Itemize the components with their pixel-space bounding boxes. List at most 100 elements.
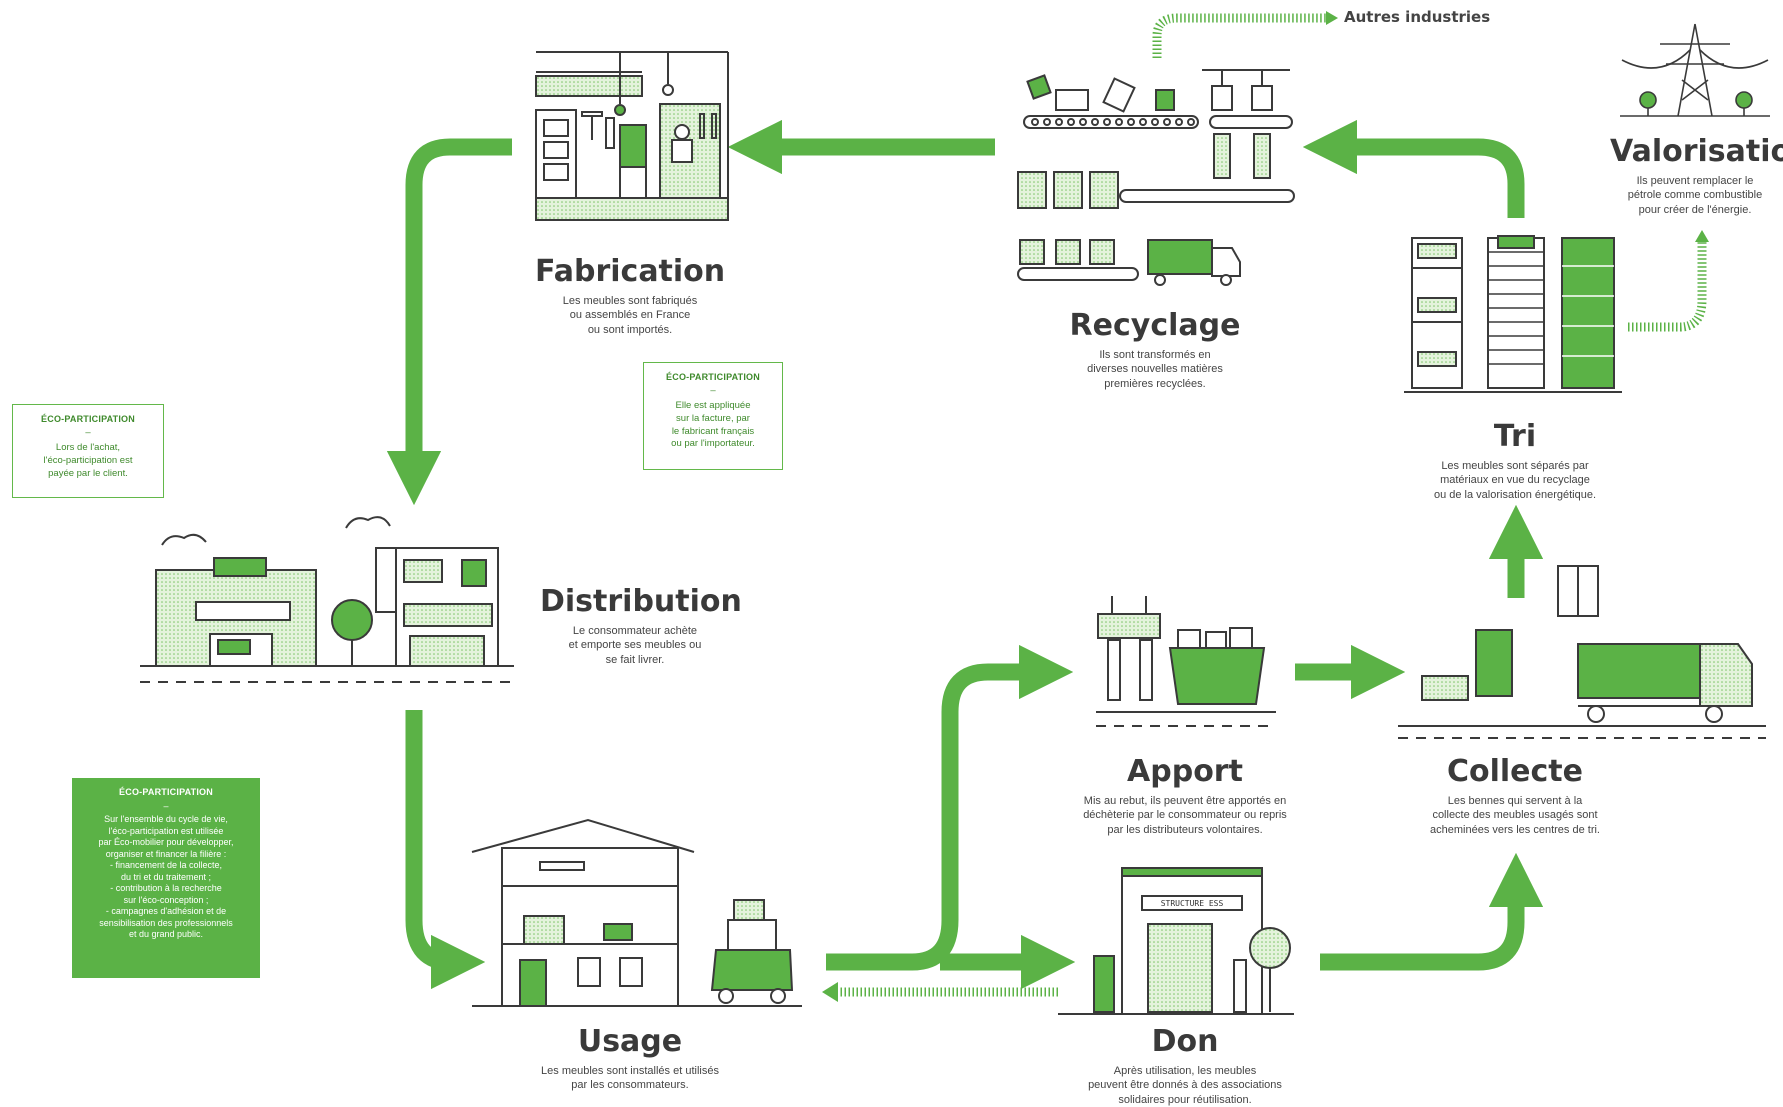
desc-line: par les distributeurs volontaires. xyxy=(1107,823,1263,836)
stage-distribution: Distribution Le consommateur achète et e… xyxy=(540,584,742,667)
desc-line: Le consommateur achète xyxy=(572,625,698,637)
drop-off-illustration xyxy=(1096,596,1276,727)
donation-illustration xyxy=(1058,867,1294,1015)
stage-collecte: Collecte Les bennes qui servent à la col… xyxy=(1410,755,1620,837)
callout-line: sensibilisation des professionnels xyxy=(99,917,233,928)
stage-tri: Tri Les meubles sont séparés par matéria… xyxy=(1410,420,1620,502)
recycling-illustration xyxy=(1017,69,1295,286)
desc-line: solidaires pour réutilisation. xyxy=(1118,1093,1252,1106)
callout-line: et du grand public. xyxy=(128,929,204,940)
stage-description: Les meubles sont installés et utilisés p… xyxy=(520,1064,740,1093)
desc-line: peuvent être donnés à des associations xyxy=(1088,1079,1282,1092)
sorting-illustration xyxy=(1404,235,1622,393)
desc-line: Les meubles sont fabriqués xyxy=(562,295,698,307)
autres-industries-label: Autres industries xyxy=(1344,8,1491,26)
flow-arrows xyxy=(386,119,1544,990)
callout-line: du tri et du traitement ; xyxy=(120,871,212,882)
desc-line: ou sont importés. xyxy=(587,323,673,336)
callout-line: - financement de la collecte, xyxy=(109,860,223,871)
stage-valorisation: Valorisation Ils peuvent remplacer le pé… xyxy=(1610,134,1783,217)
callout-line: Elle est appliquée xyxy=(675,399,751,411)
stage-title: Fabrication xyxy=(535,254,726,289)
stage-recyclage: Recyclage Ils sont transformés en divers… xyxy=(1060,309,1250,391)
callout-dash: – xyxy=(85,427,91,439)
distribution-illustration xyxy=(140,516,514,683)
stage-don: Don Après utilisation, les meubles peuve… xyxy=(1070,1025,1300,1107)
desc-line: Ils sont transformés en xyxy=(1099,349,1211,361)
stage-description: Après utilisation, les meubles peuvent ê… xyxy=(1070,1064,1300,1107)
callout-line: Sur l'ensemble du cycle de vie, xyxy=(104,814,228,825)
stage-description: Ils peuvent remplacer le pétrole comme c… xyxy=(1610,174,1780,217)
callout-line: le fabricant français xyxy=(671,425,755,437)
stage-description: Le consommateur achète et emporte ses me… xyxy=(540,624,730,667)
callout-line: sur l'éco-conception ; xyxy=(123,894,209,905)
callout-title: ÉCO-PARTICIPATION xyxy=(119,787,213,797)
desc-line: et emporte ses meubles ou xyxy=(568,639,702,652)
arrow-tri-to-recyclage xyxy=(1302,119,1525,218)
callout-title: ÉCO-PARTICIPATION xyxy=(666,372,760,382)
desc-line: acheminées vers les centres de tri. xyxy=(1430,823,1600,836)
house-illustration xyxy=(471,818,802,1007)
stage-title: Recyclage xyxy=(1069,308,1241,343)
stage-title: Distribution xyxy=(540,584,742,619)
stage-fabrication: Fabrication Les meubles sont fabriqués o… xyxy=(535,255,725,337)
desc-line: pour créer de l'énergie. xyxy=(1638,203,1752,216)
callout-dash: – xyxy=(710,385,716,397)
callout-line: Lors de l'achat, xyxy=(55,441,121,453)
collection-illustration xyxy=(1398,565,1766,739)
callout-dash: – xyxy=(163,800,169,811)
desc-line: Mis au rebut, ils peuvent être apportés … xyxy=(1083,795,1287,807)
desc-line: se fait livrer. xyxy=(605,653,665,666)
callout-line: par Éco-mobilier pour développer, xyxy=(98,837,234,848)
stage-title: Valorisation xyxy=(1610,134,1783,169)
desc-line: Après utilisation, les meubles xyxy=(1113,1065,1257,1077)
stage-description: Les meubles sont fabriqués ou assemblés … xyxy=(535,294,725,337)
desc-line: Les bennes qui servent à la xyxy=(1447,795,1583,807)
callout-eco-participation-cycle: ÉCO-PARTICIPATION – Sur l'ensemble du cy… xyxy=(72,778,260,978)
arrow-distribution-to-usage xyxy=(405,710,486,990)
desc-line: collecte des meubles usagés sont xyxy=(1432,809,1598,822)
desc-line: premières recyclées. xyxy=(1104,377,1206,390)
desc-line: Les meubles sont installés et utilisés xyxy=(541,1065,719,1077)
callout-line: organiser et financer la filière : xyxy=(105,848,227,859)
callout-title: ÉCO-PARTICIPATION xyxy=(41,414,135,424)
stage-title: Don xyxy=(1151,1024,1219,1059)
desc-line: Les meubles sont séparés par xyxy=(1441,460,1589,472)
callout-eco-participation-facture: ÉCO-PARTICIPATION – Elle est appliquée s… xyxy=(643,362,783,470)
arrow-recyclage-to-autres-dashed xyxy=(1152,13,1326,58)
stage-usage: Usage Les meubles sont installés et util… xyxy=(520,1025,740,1093)
desc-line: pétrole comme combustible xyxy=(1627,189,1763,202)
stage-title: Usage xyxy=(577,1024,683,1059)
dashed-arrows xyxy=(838,13,1707,997)
stage-title: Tri xyxy=(1493,419,1537,454)
arrow-tri-to-valorisation-dashed xyxy=(1628,240,1707,332)
stage-description: Ils sont transformés en diverses nouvell… xyxy=(1060,348,1250,391)
arrow-don-to-collecte xyxy=(1320,852,1544,971)
desc-line: diverses nouvelles matières xyxy=(1087,363,1223,376)
callout-line: - campagnes d'adhésion et de xyxy=(105,906,227,917)
arrow-autres-head xyxy=(1326,11,1338,25)
arrow-don-to-usage-head xyxy=(822,982,838,1002)
stage-apport: Apport Mis au rebut, ils peuvent être ap… xyxy=(1065,755,1305,837)
arrow-usage-to-apport xyxy=(826,644,1074,971)
workshop-illustration xyxy=(535,51,729,221)
callout-line: ou par l'importateur. xyxy=(671,438,755,450)
stage-description: Les bennes qui servent à la collecte des… xyxy=(1410,794,1620,837)
callout-line: - contribution à la recherche xyxy=(110,883,222,894)
desc-line: ou assemblés en France xyxy=(569,309,691,322)
arrow-valorisation-head xyxy=(1695,230,1709,242)
callout-line: l'éco-participation est utilisée xyxy=(108,825,224,836)
stage-title: Apport xyxy=(1127,754,1243,789)
callout-line: sur la facture, par xyxy=(676,412,750,424)
desc-line: par les consommateurs. xyxy=(571,1079,689,1092)
arrow-fabrication-to-distribution xyxy=(386,138,512,506)
callout-line: l'éco-participation est xyxy=(43,454,133,466)
desc-line: ou de la valorisation énergétique. xyxy=(1433,488,1597,501)
desc-line: Ils peuvent remplacer le xyxy=(1636,175,1754,187)
desc-line: matériaux en vue du recyclage xyxy=(1440,474,1590,487)
stage-title: Collecte xyxy=(1446,754,1583,789)
desc-line: déchèterie par le consommateur ou repris xyxy=(1083,809,1287,822)
callout-line: payée par le client. xyxy=(48,467,128,479)
structure-ess-sign: STRUCTURE ESS xyxy=(1161,899,1224,908)
callout-eco-participation-client: ÉCO-PARTICIPATION – Lors de l'achat, l'é… xyxy=(12,404,164,498)
